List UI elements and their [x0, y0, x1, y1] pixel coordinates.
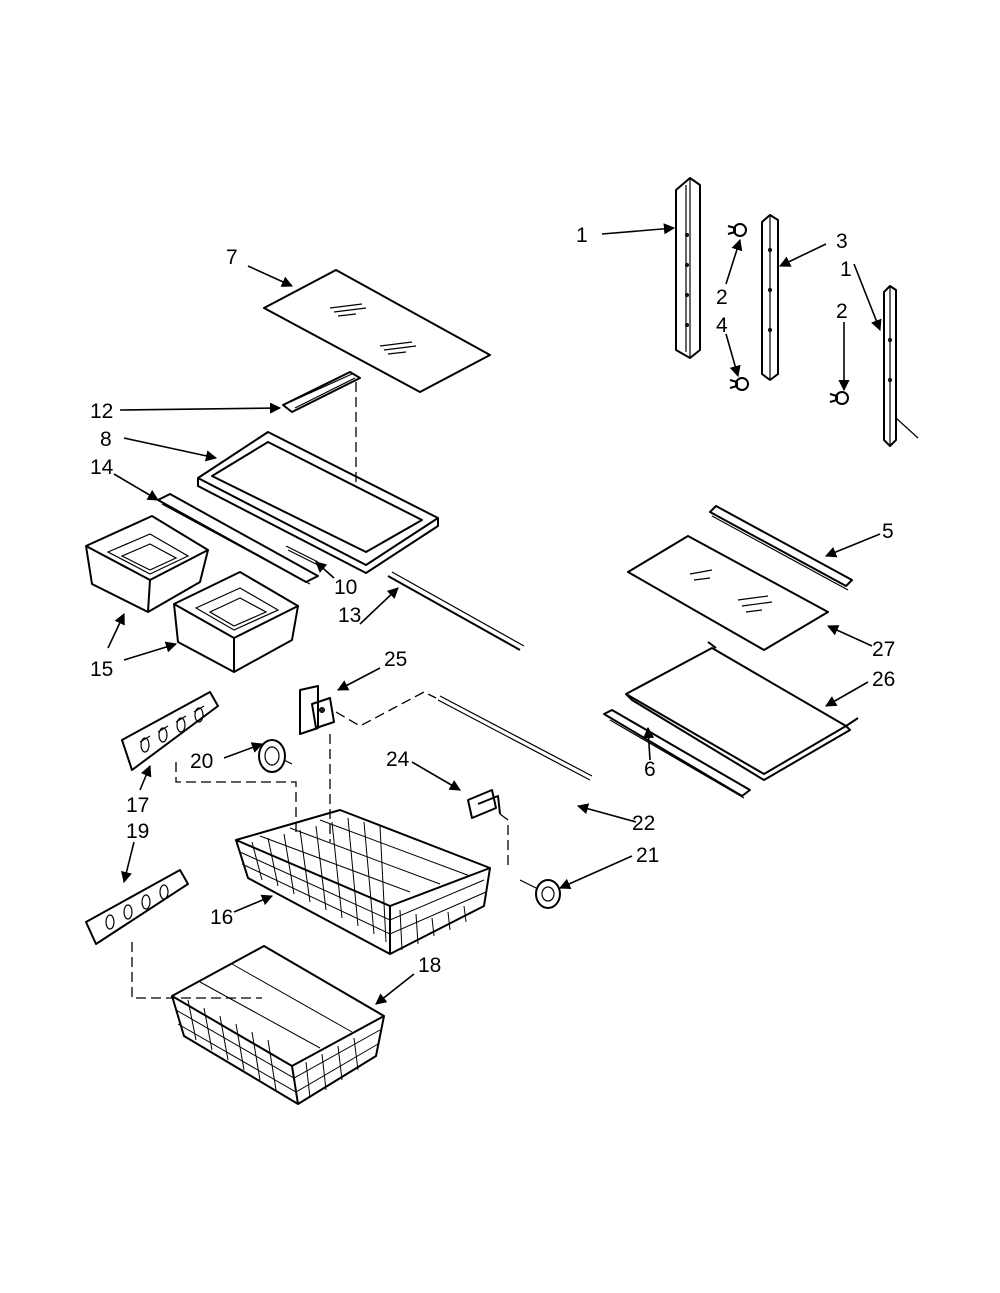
screw-right: [829, 391, 849, 405]
callout-26: 26: [872, 668, 895, 691]
callout-20: 20: [190, 750, 213, 773]
screw-upper: [727, 223, 747, 237]
callout-2-right: 2: [836, 300, 848, 323]
callout-14: 14: [90, 456, 114, 479]
callout-8: 8: [100, 428, 112, 451]
callout-5: 5: [882, 520, 894, 543]
shelf-clip: [282, 371, 361, 413]
shelf-insert: [285, 545, 321, 567]
callout-13: 13: [338, 604, 361, 627]
callout-1-right: 1: [840, 258, 852, 281]
callout-21: 21: [636, 844, 659, 867]
callout-18: 18: [418, 954, 441, 977]
bracket: [299, 685, 335, 735]
crisper-drawer-left: [85, 515, 209, 613]
callout-15: 15: [90, 658, 113, 681]
bracket-right: [467, 789, 501, 819]
trim-strip-right: [709, 505, 853, 591]
crisper-drawer-right: [173, 571, 299, 673]
trim-strip: [157, 493, 319, 585]
callout-25: 25: [384, 648, 407, 671]
drawer-slide-lower: [85, 869, 189, 945]
callout-22: 22: [632, 812, 655, 835]
drawer-slide-upper: [121, 691, 219, 771]
callout-19: 19: [126, 820, 149, 843]
callout-6: 6: [644, 758, 656, 781]
leader-lines: [107, 223, 882, 1005]
wire-basket-upper: [235, 809, 491, 955]
callout-12: 12: [90, 400, 113, 423]
callout-labels: 1 3 2 4 1 2 7 12 8 14 10 13 15 5 27 26 6…: [90, 224, 895, 977]
roller-right: [519, 879, 561, 909]
glass-shelf-right: [627, 535, 829, 651]
glass-shelf-top: [263, 269, 491, 393]
callout-7: 7: [226, 246, 238, 269]
callout-1-left: 1: [576, 224, 588, 247]
screw-lower: [729, 377, 749, 391]
callout-10: 10: [334, 576, 357, 599]
callout-2-upper: 2: [716, 286, 728, 309]
shelf-rail-right: [883, 285, 919, 447]
callout-16: 16: [210, 906, 233, 929]
shelf-rail-center: [761, 214, 779, 381]
guide-rod: [437, 695, 593, 781]
wire-basket-lower: [171, 945, 385, 1105]
shelf-frame: [197, 431, 439, 574]
front-trim: [603, 709, 751, 799]
callout-3: 3: [836, 230, 848, 253]
support-rod: [387, 571, 525, 651]
callout-4: 4: [716, 314, 728, 337]
callout-24: 24: [386, 748, 410, 771]
roller-left: [258, 739, 293, 773]
shelf-frame-right: [625, 641, 859, 781]
callout-17: 17: [126, 794, 149, 817]
shelf-rail-left: [675, 177, 701, 359]
assembly-lines: [131, 382, 509, 999]
callout-27: 27: [872, 638, 895, 661]
